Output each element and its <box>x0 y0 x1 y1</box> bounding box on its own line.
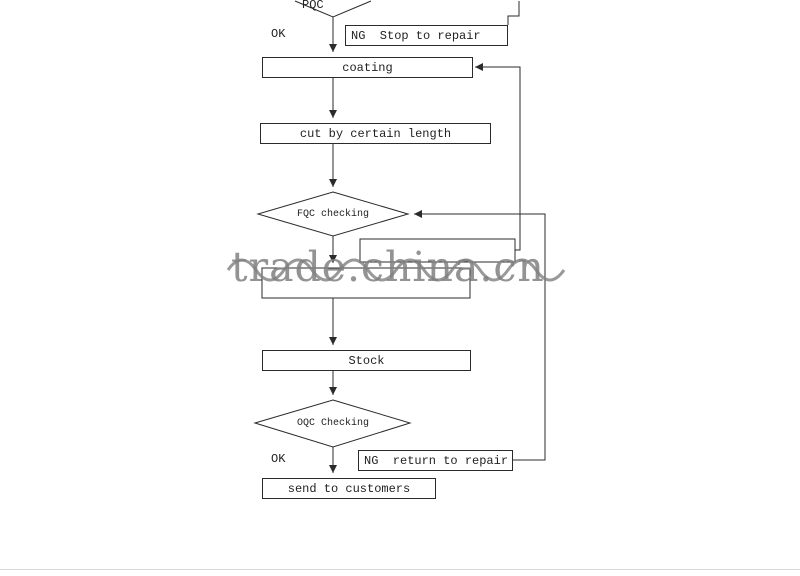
bottom-edge-line <box>0 569 800 570</box>
feedback-ng-to-coating <box>475 63 521 251</box>
node-stock: Stock <box>262 350 471 371</box>
connector-ngstop-up <box>507 1 520 25</box>
obscured-process-box <box>261 267 471 299</box>
node-send-to-customers: send to customers <box>262 478 436 499</box>
node-coating: coating <box>262 57 473 78</box>
node-ng-return-to-repair: NG return to repair <box>358 450 513 471</box>
pqc-label: PQC <box>302 0 324 12</box>
node-ng-stop-to-repair: NG Stop to repair <box>345 25 508 46</box>
feedback-ng-to-fqc <box>414 210 546 461</box>
ok-label-bottom: OK <box>271 452 286 466</box>
node-cut-by-certain-length: cut by certain length <box>260 123 491 144</box>
oqc-checking-label: OQC Checking <box>296 418 369 429</box>
fqc-checking-label: FQC checking <box>296 209 369 220</box>
obscured-ng-box <box>359 238 516 263</box>
ok-label-top: OK <box>271 27 286 41</box>
